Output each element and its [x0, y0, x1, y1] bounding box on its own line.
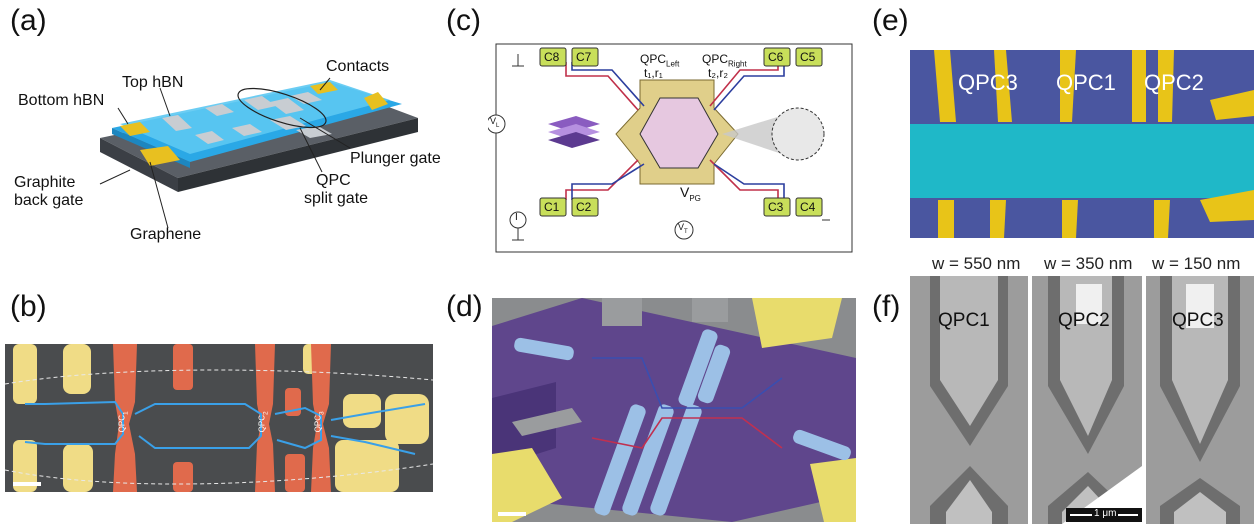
panel-f-sem-image-1: [910, 276, 1028, 524]
panel-label-c: (c): [446, 4, 481, 37]
panel-label-a: (a): [10, 4, 47, 37]
c-vpg-sub: PG: [689, 193, 701, 203]
c-qpc-left-sub: Left: [666, 59, 680, 69]
c-contact-c4: C4: [800, 200, 816, 214]
panel-label-e: (e): [872, 4, 909, 37]
f-width-150: w = 150 nm: [1152, 254, 1241, 273]
c-vt-text: V: [678, 222, 685, 232]
c-contact-c3: C3: [768, 200, 784, 214]
c-vt-label: VT: [678, 222, 688, 235]
b-qpc1-text: QPC: [117, 414, 127, 433]
b-qpc3-tag: QPC3: [314, 411, 326, 432]
f-qpc3-label: QPC3: [1172, 310, 1224, 331]
e-qpc2-label: QPC2: [1144, 70, 1204, 95]
c-vl-sub: L: [496, 122, 500, 129]
c-qpc-left-params: t₁,r₁: [644, 66, 663, 80]
panel-label-f: (f): [872, 290, 901, 323]
e-qpc1-label: QPC1: [1056, 70, 1116, 95]
f-sem3-svg: [1160, 276, 1240, 524]
label-graphite-1: Graphite: [14, 174, 76, 191]
label-qpc-split-gate-1: QPC: [316, 172, 351, 189]
label-top-hbn: Top hBN: [122, 74, 184, 91]
c-vt-sub: T: [684, 228, 688, 235]
panel-f-sem-image-3: [1146, 276, 1254, 524]
panel-e-optical-image: [910, 50, 1254, 238]
f-sem1-svg: [930, 276, 1008, 524]
b-qpc3-text: QPC: [313, 414, 323, 433]
c-qpc-left-text: QPC: [640, 52, 667, 66]
c-contact-c8: C8: [544, 50, 560, 64]
f-qpc2-label: QPC2: [1058, 310, 1110, 331]
c-qpc-right-text: QPC: [702, 52, 729, 66]
c-qpc-right: QPCRight: [702, 52, 747, 68]
b-qpc1-sub: 1: [122, 411, 130, 415]
panel-b-device-svg: [5, 344, 433, 492]
b-qpc1-tag: QPC1: [118, 411, 130, 432]
c-contact-c5: C5: [800, 50, 816, 64]
c-contact-c6: C6: [768, 50, 784, 64]
c-current-label: I: [515, 212, 518, 223]
c-contact-c7: C7: [576, 50, 592, 64]
c-vl-label: VL: [490, 116, 499, 129]
b-qpc2-tag: QPC2: [258, 411, 270, 432]
f-scale-bar: 1 μm: [1066, 508, 1142, 522]
c-contact-c1: C1: [544, 200, 560, 214]
panel-label-b: (b): [10, 290, 47, 323]
panel-e-device-svg: [910, 50, 1254, 238]
f-scale-bar-label: 1 μm: [1092, 508, 1119, 519]
e-qpc3-label: QPC3: [958, 70, 1018, 95]
c-qpc-right-sub: Right: [728, 59, 747, 69]
panel-label-d: (d): [446, 290, 483, 323]
panel-d-sem-image: [492, 298, 856, 522]
label-graphite-2: back gate: [14, 192, 84, 209]
c-contact-c2: C2: [576, 200, 592, 214]
label-graphene: Graphene: [130, 226, 202, 243]
c-vl-text: V: [490, 116, 497, 126]
f-width-550: w = 550 nm: [932, 254, 1021, 273]
panel-b-false-color-image: QPC1 QPC2 QPC3: [5, 344, 433, 492]
f-width-350: w = 350 nm: [1044, 254, 1133, 273]
c-qpc-left: QPCLeft: [640, 52, 679, 68]
label-contacts: Contacts: [326, 58, 390, 75]
label-plunger-gate: Plunger gate: [350, 150, 441, 167]
panel-c-circuit-diagram: [488, 43, 853, 253]
b-qpc3-sub: 3: [318, 411, 326, 415]
b-qpc2-text: QPC: [257, 414, 267, 433]
c-vpg-label: VPG: [680, 184, 701, 203]
label-qpc-split-gate-2: split gate: [304, 190, 369, 207]
panel-d-sem-svg: [492, 298, 856, 522]
b-qpc2-sub: 2: [262, 411, 270, 415]
c-qpc-right-params: t₂,r₂: [708, 66, 728, 80]
c-vpg-text: V: [680, 184, 690, 200]
label-bottom-hbn: Bottom hBN: [18, 92, 105, 109]
f-qpc1-label: QPC1: [938, 310, 990, 331]
panel-a-device-schematic: [99, 77, 418, 229]
